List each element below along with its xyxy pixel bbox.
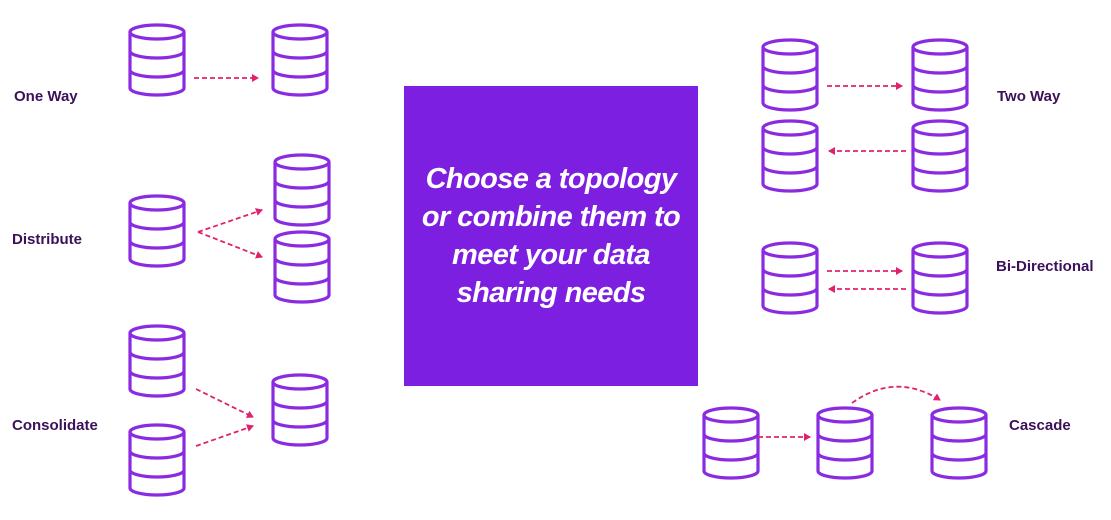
bi-directional-left-database-icon	[761, 241, 819, 315]
database-cylinder-shape	[761, 119, 819, 193]
distribute-arrow-down	[197, 231, 263, 259]
database-cylinder-shape	[911, 119, 969, 193]
database-cylinder-shape	[128, 194, 186, 268]
distribute-target-bottom-database-icon	[273, 230, 331, 304]
database-cylinder-shape	[702, 406, 760, 480]
bi-directional-label: Bi-Directional	[996, 258, 1094, 275]
database-cylinder-shape	[128, 324, 186, 398]
consolidate-target-database-icon	[271, 373, 329, 447]
cascade-label: Cascade	[1009, 417, 1071, 434]
center-message-box: Choose a topology or combine them to mee…	[404, 86, 698, 386]
one-way-target-database-icon	[271, 23, 329, 97]
database-cylinder-shape	[930, 406, 988, 480]
database-cylinder-shape	[271, 23, 329, 97]
one-way-label: One Way	[14, 88, 78, 105]
consolidate-source-top-database-icon	[128, 324, 186, 398]
cascade-second-database-icon	[816, 406, 874, 480]
database-cylinder-shape	[761, 241, 819, 315]
database-cylinder-shape	[273, 153, 331, 227]
cascade-third-database-icon	[930, 406, 988, 480]
two-way-top-left-database-icon	[761, 38, 819, 112]
consolidate-arrow-from-bottom	[195, 424, 254, 447]
database-cylinder-shape	[911, 38, 969, 112]
distribute-source-database-icon	[128, 194, 186, 268]
consolidate-source-bottom-database-icon	[128, 423, 186, 497]
consolidate-arrow-from-top	[195, 388, 254, 418]
two-way-label: Two Way	[997, 88, 1061, 105]
database-cylinder-shape	[128, 423, 186, 497]
consolidate-label: Consolidate	[12, 417, 98, 434]
database-cylinder-shape	[128, 23, 186, 97]
two-way-bottom-right-database-icon	[911, 119, 969, 193]
database-cylinder-shape	[273, 230, 331, 304]
two-way-bottom-left-database-icon	[761, 119, 819, 193]
database-cylinder-shape	[271, 373, 329, 447]
database-cylinder-shape	[816, 406, 874, 480]
bi-directional-right-database-icon	[911, 241, 969, 315]
database-cylinder-shape	[761, 38, 819, 112]
center-message: Choose a topology or combine them to mee…	[421, 163, 681, 309]
two-way-top-right-database-icon	[911, 38, 969, 112]
cascade-first-database-icon	[702, 406, 760, 480]
distribute-label: Distribute	[12, 231, 82, 248]
distribute-arrow-up	[197, 208, 263, 233]
one-way-source-database-icon	[128, 23, 186, 97]
database-cylinder-shape	[911, 241, 969, 315]
distribute-target-top-database-icon	[273, 153, 331, 227]
cascade-arrow-curved	[851, 385, 941, 404]
